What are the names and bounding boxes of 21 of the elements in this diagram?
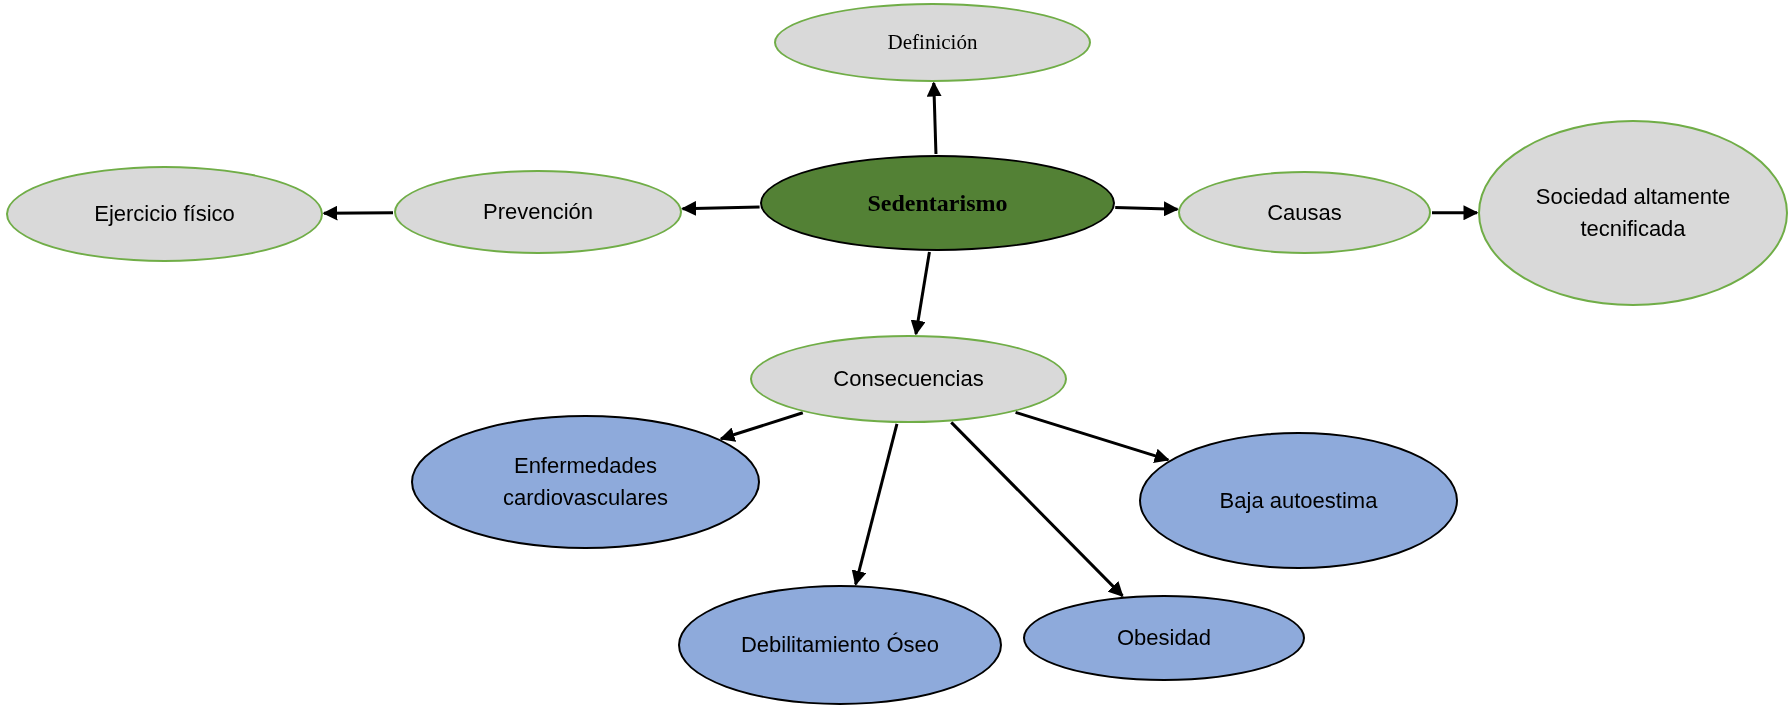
- arrow: [1015, 410, 1170, 464]
- node-label: Prevención: [482, 198, 594, 227]
- arrow: [950, 421, 1124, 597]
- arrow: [719, 411, 804, 442]
- arrow: [1115, 201, 1179, 217]
- node-label: Baja autoestima: [1219, 486, 1378, 515]
- arrow: [681, 200, 760, 216]
- arrow: [322, 205, 394, 221]
- arrow: [1432, 205, 1479, 221]
- node-label: Causas: [1267, 198, 1342, 227]
- node-label: Ejercicio físico: [94, 200, 235, 229]
- node-label: Sedentarismo: [867, 188, 1008, 218]
- node-label: Enfermedades cardiovasculares: [501, 452, 670, 512]
- node-label: Sociedad altamente tecnificada: [1534, 183, 1732, 243]
- node-label: Definición: [887, 29, 978, 57]
- arrow: [926, 81, 942, 155]
- arrow: [851, 423, 899, 586]
- node-label: Debilitamiento Óseo: [740, 631, 940, 660]
- arrow: [910, 251, 931, 336]
- node-label: Obesidad: [1116, 624, 1212, 653]
- node-label: Consecuencias: [833, 365, 984, 394]
